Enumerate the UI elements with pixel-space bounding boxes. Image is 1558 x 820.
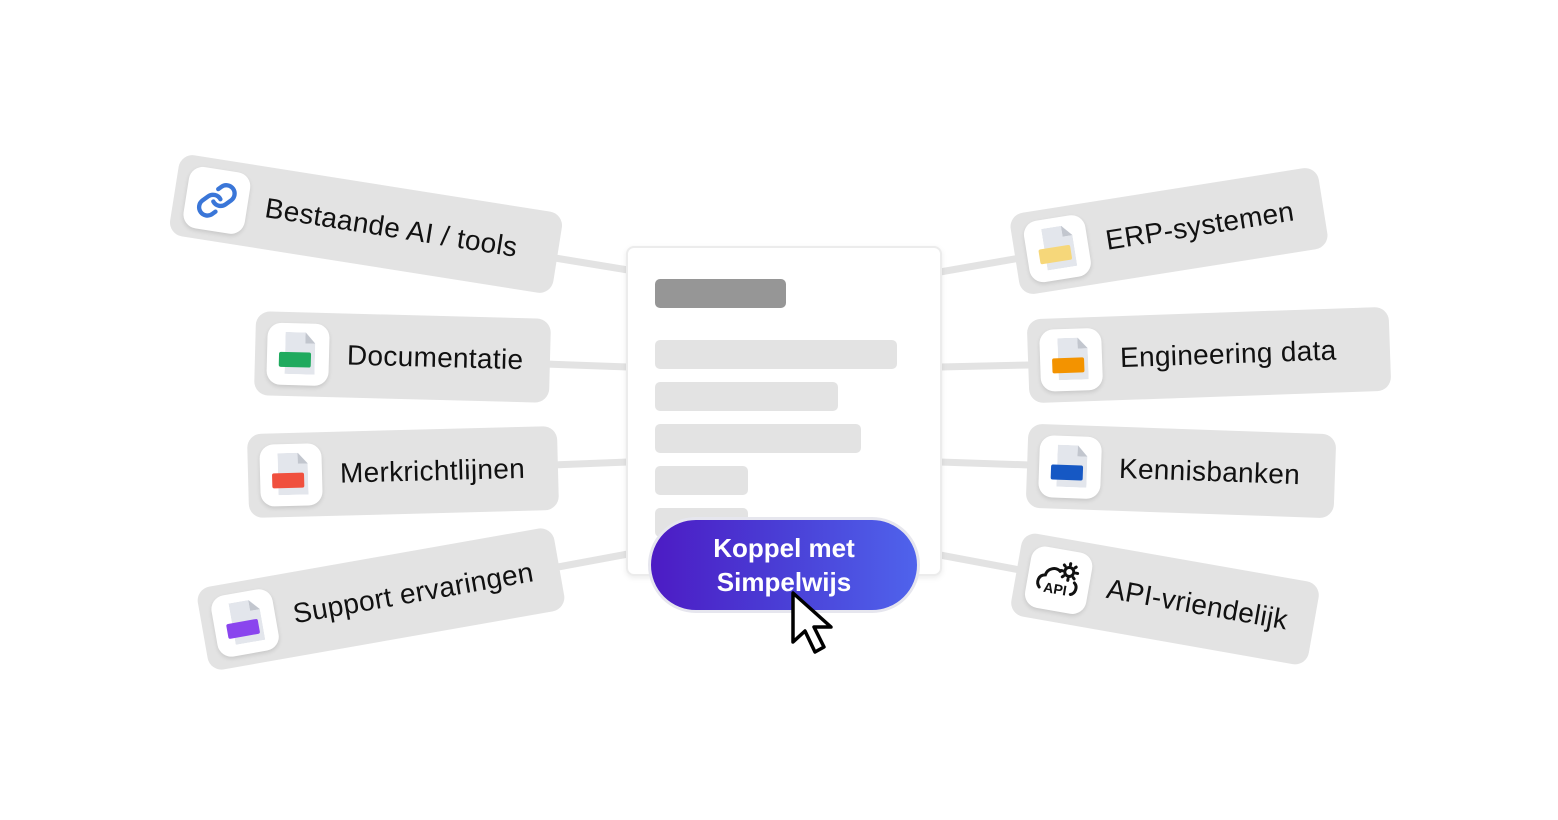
link-icon-tile [181,164,253,236]
mouse-pointer-icon [791,591,833,654]
source-api-vriendelijk: API API-vriendelijk [1009,531,1321,667]
connector-left-3 [551,458,629,469]
connector-left-2 [544,360,629,371]
source-label: Documentatie [346,339,524,376]
source-engineering-data: Engineering data [1026,306,1392,404]
source-label: Engineering data [1119,334,1337,374]
connector-right-2 [939,361,1031,371]
api-icon-tile: API [1022,544,1095,617]
connector-right-1 [939,254,1021,276]
document-icon [1050,444,1090,489]
source-label: ERP-systemen [1103,195,1297,256]
source-documentatie: Documentatie [253,311,552,403]
source-bestaande-ai-tools: Bestaande AI / tools [167,153,565,295]
api-icon-text: API [1042,579,1068,599]
cta-line-1: Koppel met [713,533,855,563]
source-label: Bestaande AI / tools [262,192,520,263]
source-label: API-vriendelijk [1104,572,1291,636]
connector-left-4 [557,550,629,571]
document-icon-tile [1021,213,1093,285]
source-label: Kennisbanken [1118,452,1301,491]
document-icon-tile [259,443,323,507]
document-icon-tile [1038,435,1103,500]
document-icon [1051,337,1091,382]
link-icon [196,183,237,218]
connector-right-3 [939,458,1031,469]
document-icon-tile [1039,327,1104,392]
connector-left-1 [554,254,629,274]
document-icon [1035,224,1079,273]
skeleton-line [655,382,838,411]
source-kennisbanken: Kennisbanken [1025,423,1337,519]
document-icon-tile [209,587,282,659]
skeleton-line [655,340,897,369]
skeleton-title [655,279,786,308]
koppel-met-simpelwijs-button[interactable]: Koppel met Simpelwijs [648,517,920,613]
document-icon-tile [266,322,330,387]
source-merkrichtlijnen: Merkrichtlijnen [246,425,560,519]
source-label: Support ervaringen [290,556,536,630]
api-cloud-icon: API [1036,562,1080,599]
document-icon [223,598,268,648]
cta-line-2: Simpelwijs [716,567,852,597]
skeleton-line [655,424,861,453]
connector-right-4 [939,551,1021,574]
document-icon [278,332,317,377]
skeleton-line [655,466,748,495]
source-label: Merkrichtlijnen [339,452,526,489]
document-icon [271,452,310,497]
